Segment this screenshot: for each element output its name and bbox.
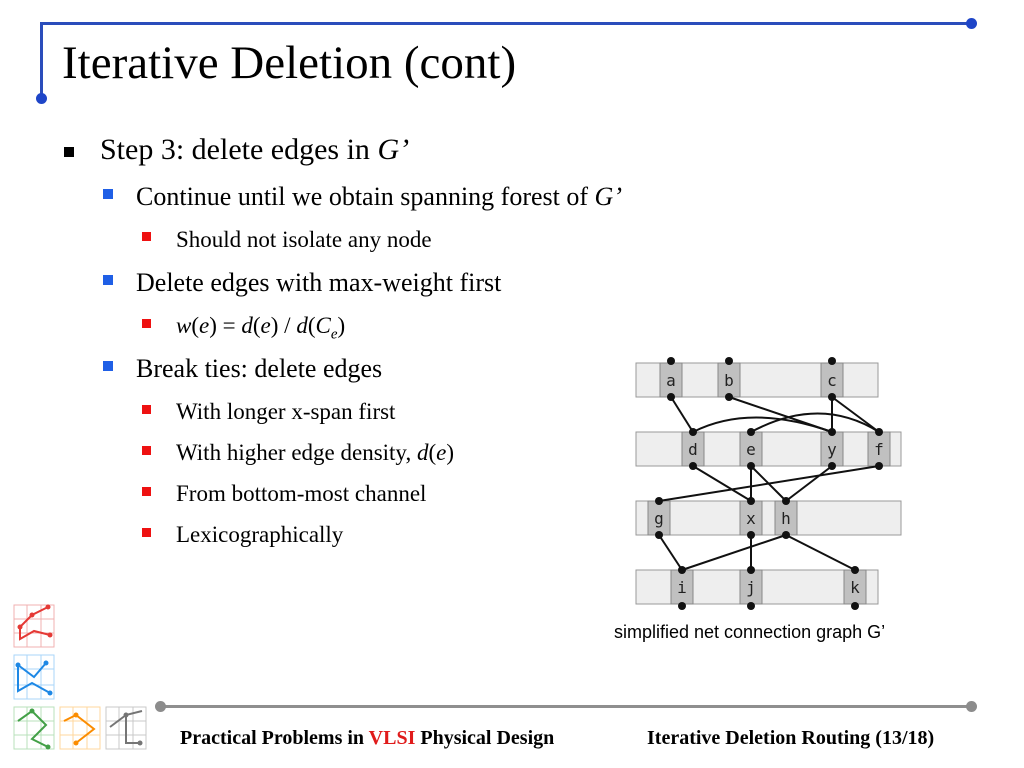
formula-paren: ( — [191, 313, 200, 338]
formula-e: e — [199, 313, 210, 338]
node-label-y: y — [827, 440, 837, 459]
node-label-b: b — [724, 371, 734, 390]
bullet-lexico: Lexicographically — [176, 522, 344, 547]
formula-w: w — [176, 313, 192, 338]
formula-d: d — [241, 313, 253, 338]
step3-g: G’ — [377, 133, 410, 166]
formula-paren: ( — [252, 313, 261, 338]
diagram-caption: simplified net connection graph G’ — [614, 622, 886, 642]
bullet-longer-x: With longer x-span first — [176, 399, 396, 424]
channel-row-3 — [635, 500, 902, 536]
channel-row-2 — [635, 431, 902, 467]
course-logo-graphic — [13, 604, 147, 750]
density-e: e — [436, 440, 447, 465]
formula-eq: ) = — [209, 313, 242, 338]
node-label-d: d — [688, 440, 698, 459]
bullet-weight-formula: w(e) = d(e) / d(Ce) — [176, 313, 345, 344]
node-label-j: j — [746, 578, 756, 597]
bullet-square-black — [64, 147, 74, 157]
bullet-square-blue — [103, 361, 113, 371]
title-frame-left-line — [40, 22, 43, 98]
footer-left-suffix: Physical Design — [415, 727, 555, 749]
footer-dot-right — [966, 701, 977, 712]
bullet-higher-density: With higher edge density, d(e) — [176, 440, 454, 466]
bullet-square-blue — [103, 275, 113, 285]
formula-div: ) / — [270, 313, 297, 338]
formula-e: e — [260, 313, 271, 338]
density-paren: ) — [446, 440, 455, 465]
bullet-square-red — [142, 232, 151, 241]
node-label-k: k — [850, 578, 860, 597]
footer-course-title: Practical Problems in VLSI Physical Desi… — [180, 727, 554, 750]
bullet-square-red — [142, 405, 151, 414]
formula-paren: ) — [337, 313, 346, 338]
continue-text: Continue until we obtain spanning forest… — [136, 182, 595, 211]
continue-g: G’ — [594, 182, 622, 211]
net-connection-graph: a b c d e y f g x h i j k — [635, 357, 902, 610]
bullet-break-ties: Break ties: delete edges — [136, 354, 383, 383]
node-label-a: a — [666, 371, 676, 390]
density-text: With higher edge density, — [176, 440, 417, 465]
bullet-square-red — [142, 319, 151, 328]
formula-subscript-e: e — [330, 326, 338, 343]
bullet-square-red — [142, 446, 151, 455]
formula-d: d — [296, 313, 308, 338]
bullet-step3: Step 3: delete edges in G’ — [100, 133, 409, 167]
bullet-square-blue — [103, 189, 113, 199]
title-frame-top-line — [42, 22, 972, 25]
slide-title: Iterative Deletion (cont) — [62, 37, 517, 89]
footer-divider-line — [160, 705, 972, 708]
node-label-c: c — [827, 371, 837, 390]
node-label-h: h — [781, 509, 791, 528]
density-d: d — [416, 440, 429, 465]
node-label-e: e — [746, 440, 756, 459]
footer-vlsi: VLSI — [368, 727, 416, 749]
frame-dot-left-bottom — [36, 93, 47, 104]
bullet-isolate: Should not isolate any node — [176, 227, 432, 252]
formula-paren: ( — [307, 313, 316, 338]
formula-c: C — [315, 313, 331, 338]
bullet-square-red — [142, 528, 151, 537]
footer-slide-number: Iterative Deletion Routing (13/18) — [647, 727, 935, 749]
node-label-g: g — [654, 509, 664, 528]
node-label-x: x — [746, 509, 756, 528]
footer-left-prefix: Practical Problems in — [180, 727, 369, 749]
bullet-delete-max: Delete edges with max-weight first — [136, 268, 502, 297]
frame-dot-top-right — [966, 18, 977, 29]
node-label-f: f — [874, 440, 884, 459]
density-paren: ( — [428, 440, 437, 465]
step3-text: Step 3: delete edges in — [100, 133, 378, 166]
bullet-square-red — [142, 487, 151, 496]
footer-dot-left — [155, 701, 166, 712]
bullet-continue: Continue until we obtain spanning forest… — [136, 182, 622, 212]
bullet-bottom-channel: From bottom-most channel — [176, 481, 427, 506]
node-label-i: i — [677, 578, 687, 597]
